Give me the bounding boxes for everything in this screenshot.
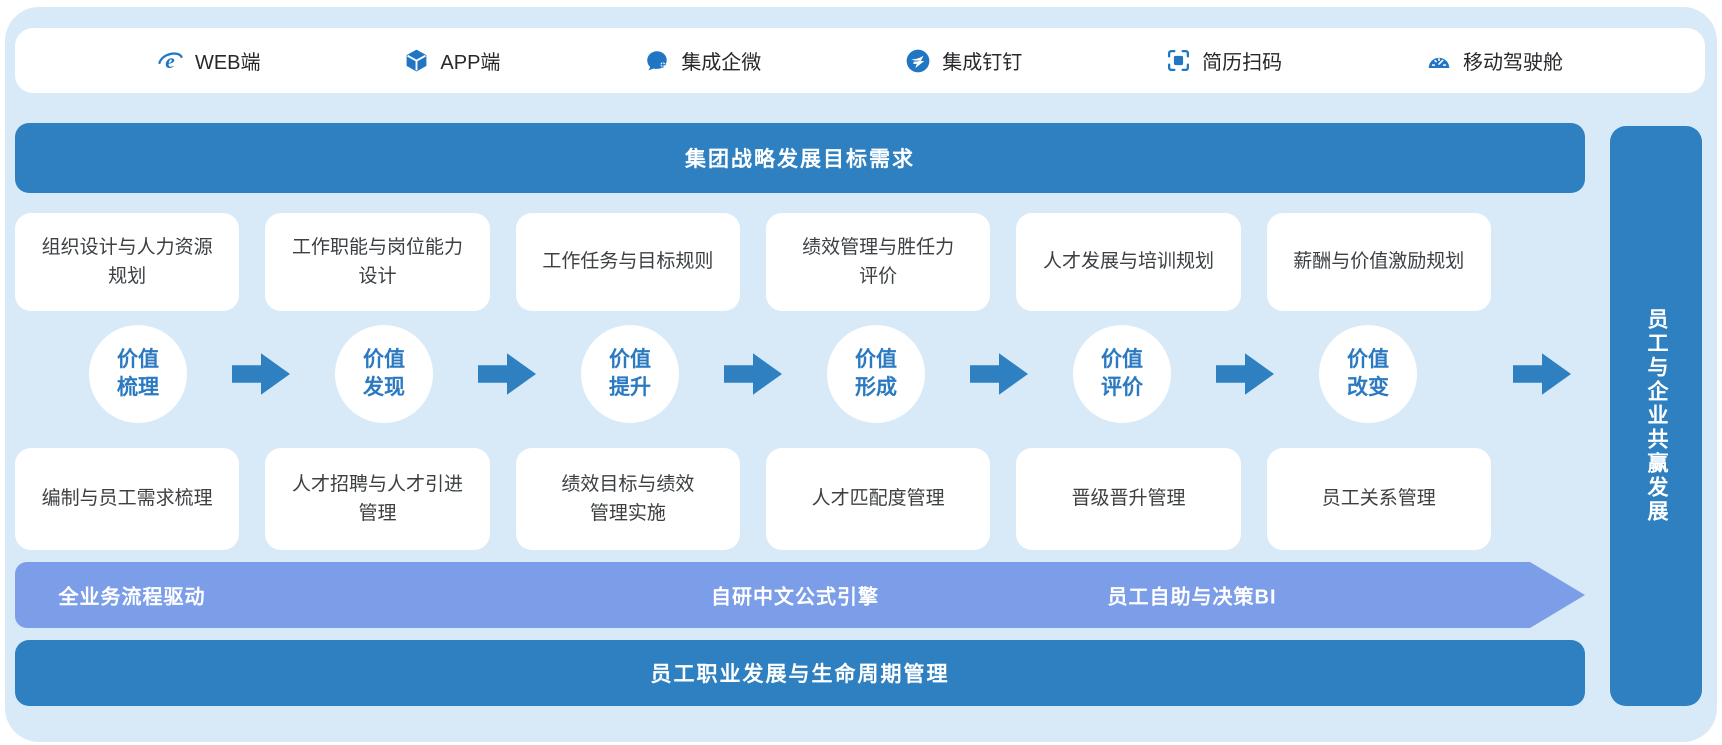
channel-label: 简历扫码 xyxy=(1202,52,1283,74)
channel-label: WEB端 xyxy=(194,52,261,74)
channel-resume-scan: 简历扫码 xyxy=(1166,46,1282,75)
value-circle: 价值 形成 xyxy=(827,325,925,423)
ie-browser-icon: e xyxy=(157,47,184,74)
channel-label: APP端 xyxy=(440,52,501,74)
value-circle: 价值 评价 xyxy=(1073,325,1171,423)
app-cube-icon xyxy=(404,48,429,73)
resume-scan-icon xyxy=(1166,48,1191,73)
execution-card: 人才招聘与人才引进 管理 xyxy=(265,448,490,550)
strategy-goal-banner: 集团战略发展目标需求 xyxy=(15,123,1585,193)
band-label: 自研中文公式引擎 xyxy=(711,586,879,609)
execution-card: 晋级晋升管理 xyxy=(1016,448,1241,550)
planning-cards-row: 组织设计与人力资源 规划 工作职能与岗位能力 设计 工作任务与目标规则 绩效管理… xyxy=(15,213,1491,311)
channel-web: e WEB端 xyxy=(157,46,261,75)
value-step: 价值 形成 xyxy=(753,325,999,423)
planning-card: 绩效管理与胜任力 评价 xyxy=(765,213,991,311)
value-circle: 价值 改变 xyxy=(1319,325,1417,423)
channel-mobile-cockpit: 移动驾驶舱 xyxy=(1426,46,1563,75)
execution-card: 员工关系管理 xyxy=(1266,448,1491,550)
lifecycle-banner: 员工职业发展与生命周期管理 xyxy=(15,640,1585,706)
channel-label: 集成企微 xyxy=(681,52,762,74)
channel-label: 集成钉钉 xyxy=(942,52,1023,74)
value-step: 价值 梳理 xyxy=(15,325,261,423)
execution-card: 编制与员工需求梳理 xyxy=(15,448,240,550)
svg-text:e: e xyxy=(165,49,175,73)
value-chain-row: 价值 梳理 价值 发现 价值 提升 价值 形成 价值 评价 价值 改变 xyxy=(15,325,1593,423)
value-circle: 价值 发现 xyxy=(335,325,433,423)
access-channel-bar: e WEB端 APP端 集成企微 xyxy=(15,28,1705,93)
value-step: 价值 提升 xyxy=(507,325,753,423)
planning-card: 工作任务与目标规则 xyxy=(515,213,740,311)
channel-wecom: 集成企微 xyxy=(644,46,761,75)
win-win-side-banner: 员工与企业共赢发展 xyxy=(1610,126,1702,706)
flow-arrow-icon xyxy=(1513,353,1571,395)
planning-card: 工作职能与岗位能力 设计 xyxy=(265,213,490,311)
value-step: 价值 改变 xyxy=(1245,325,1491,423)
channel-dingtalk: 集成钉钉 xyxy=(905,46,1022,75)
execution-card: 人才匹配度管理 xyxy=(765,448,991,550)
value-step: 价值 评价 xyxy=(999,325,1245,423)
value-circle: 价值 梳理 xyxy=(89,325,187,423)
diagram-canvas: e WEB端 APP端 集成企微 xyxy=(5,7,1717,742)
channel-label: 移动驾驶舱 xyxy=(1462,52,1563,74)
planning-card: 人才发展与培训规划 xyxy=(1016,213,1241,311)
dashboard-gauge-icon xyxy=(1426,48,1452,74)
planning-card: 薪酬与价值激励规划 xyxy=(1266,213,1491,311)
band-label: 员工自助与决策BI xyxy=(1107,586,1277,609)
execution-card: 绩效目标与绩效 管理实施 xyxy=(515,448,740,550)
dingtalk-icon xyxy=(905,48,931,74)
execution-cards-row: 编制与员工需求梳理 人才招聘与人才引进 管理 绩效目标与绩效 管理实施 人才匹配… xyxy=(15,448,1491,550)
wecom-chat-icon xyxy=(644,48,670,74)
value-circle: 价值 提升 xyxy=(581,325,679,423)
band-label: 全业务流程驱动 xyxy=(58,586,206,609)
value-step: 价值 发现 xyxy=(261,325,507,423)
process-capability-band: 全业务流程驱动 自研中文公式引擎 员工自助与决策BI xyxy=(15,562,1585,628)
channel-app: APP端 xyxy=(404,46,500,75)
planning-card: 组织设计与人力资源 规划 xyxy=(15,213,240,311)
